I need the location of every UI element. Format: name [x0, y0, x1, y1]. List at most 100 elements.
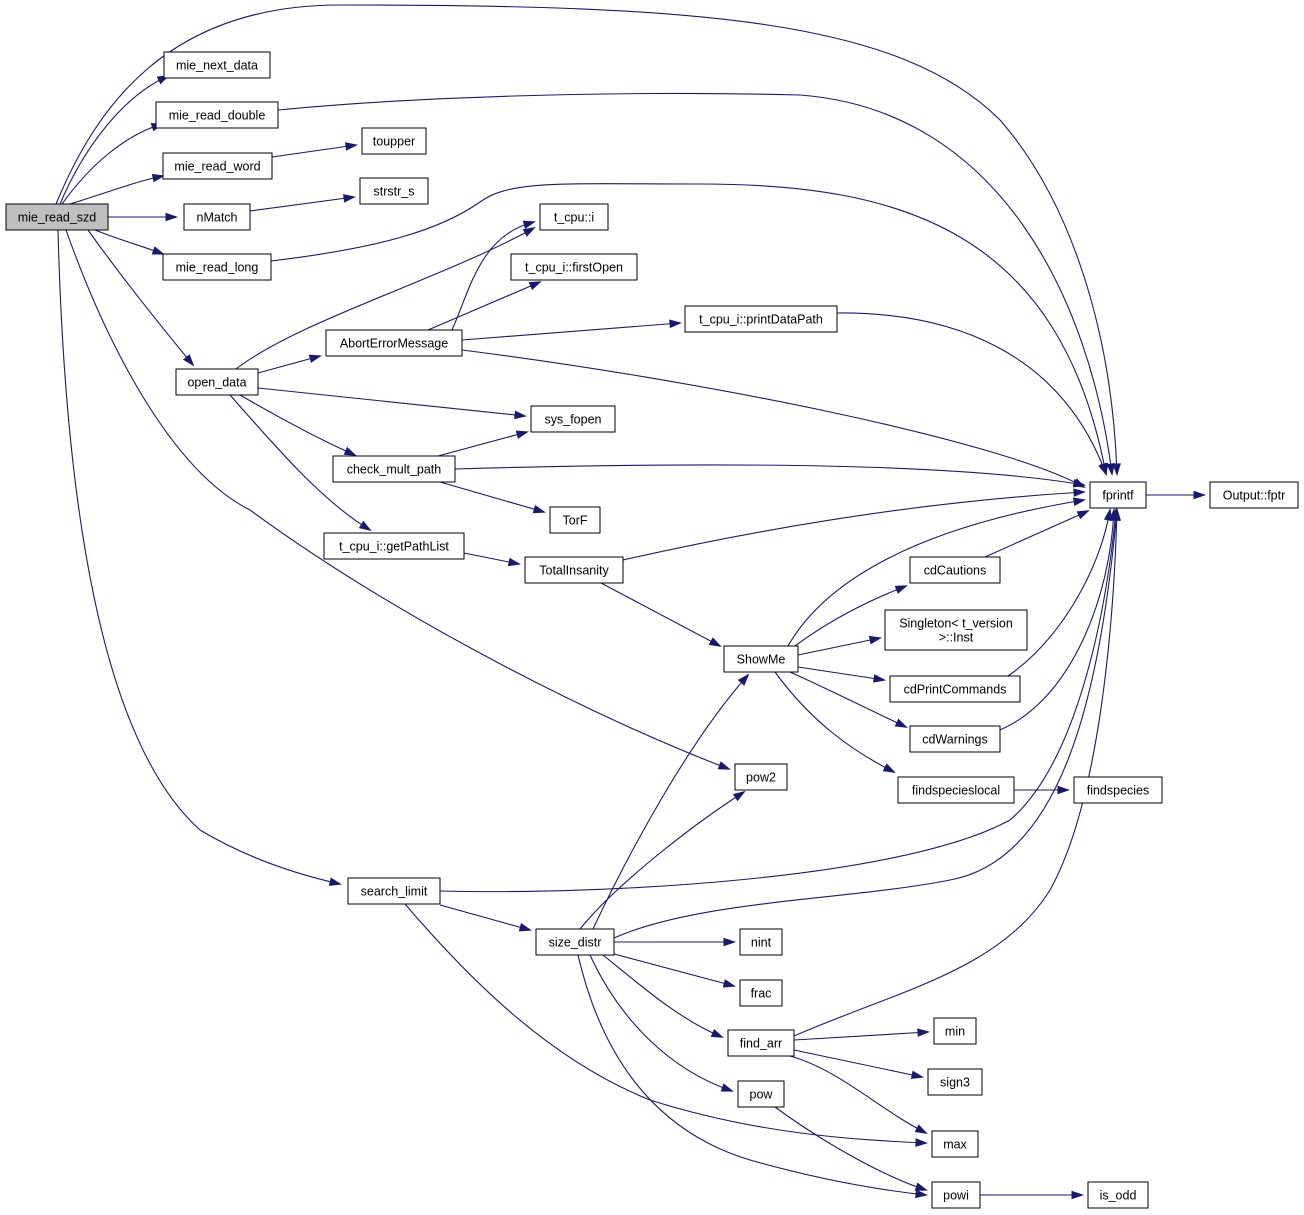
node-open-data[interactable]: open_data: [175, 368, 259, 396]
arrowhead: [882, 763, 896, 773]
node-mie-read-double[interactable]: mie_read_double: [155, 101, 279, 129]
node-singletoninst[interactable]: Singleton< t_version>::Inst: [884, 609, 1028, 651]
node-label: open_data: [187, 376, 246, 390]
node-aborterrormessage[interactable]: AbortErrorMessage: [325, 329, 463, 357]
node-showme[interactable]: ShowMe: [723, 645, 799, 673]
node-fprintf[interactable]: fprintf: [1089, 481, 1147, 509]
node-box[interactable]: [530, 405, 616, 433]
node-printdatapath[interactable]: t_cpu_i::printDataPath: [684, 305, 838, 333]
node-box[interactable]: [931, 1181, 981, 1209]
node-box[interactable]: [889, 675, 1021, 703]
node-nmatch[interactable]: nMatch: [183, 203, 251, 231]
node-mie-next-data[interactable]: mie_next_data: [163, 51, 271, 79]
node-findspecieslocal[interactable]: findspecieslocal: [897, 776, 1015, 804]
node-box[interactable]: [739, 928, 783, 956]
node-box[interactable]: [739, 979, 783, 1007]
node-frac[interactable]: frac: [739, 979, 783, 1007]
node-box[interactable]: [1073, 776, 1163, 804]
node-size-distr[interactable]: size_distr: [535, 928, 615, 956]
node-box[interactable]: [723, 645, 799, 673]
node-box[interactable]: [359, 177, 429, 205]
arrowhead: [1057, 785, 1071, 795]
node-box[interactable]: [549, 506, 601, 534]
node-search-limit[interactable]: search_limit: [347, 877, 441, 905]
node-box[interactable]: [361, 127, 427, 155]
node-torf[interactable]: TorF: [549, 506, 601, 534]
node-pow[interactable]: pow: [737, 1080, 785, 1108]
node-cdprintcommands[interactable]: cdPrintCommands: [889, 675, 1021, 703]
node-box[interactable]: [933, 1017, 977, 1045]
node-firstopen[interactable]: t_cpu_i::firstOpen: [510, 253, 638, 281]
arrowhead: [1073, 488, 1087, 497]
node-toupper[interactable]: toupper: [361, 127, 427, 155]
arrowhead: [732, 790, 746, 802]
node-label: max: [943, 1138, 967, 1152]
node-box[interactable]: [163, 51, 271, 79]
node-box[interactable]: [539, 203, 609, 231]
node-box[interactable]: [332, 455, 456, 483]
node-box[interactable]: [175, 368, 259, 396]
node-box[interactable]: [931, 1130, 979, 1158]
node-min[interactable]: min: [933, 1017, 977, 1045]
arrowhead: [720, 1083, 734, 1092]
node-t-cpu-i[interactable]: t_cpu::i: [539, 203, 609, 231]
node-box[interactable]: [909, 725, 1001, 753]
node-label: findspecieslocal: [912, 784, 1000, 798]
node-mie-read-long[interactable]: mie_read_long: [162, 253, 272, 281]
edge-AbortErrorMessage-to-firstOpen: [427, 281, 542, 331]
node-strstr-s[interactable]: strstr_s: [359, 177, 429, 205]
node-box[interactable]: [1087, 1181, 1149, 1209]
node-check-mult-path[interactable]: check_mult_path: [332, 455, 456, 483]
node-box[interactable]: [884, 609, 1028, 651]
node-findspecies[interactable]: findspecies: [1073, 776, 1163, 804]
node-mie-read-word[interactable]: mie_read_word: [162, 152, 273, 180]
node-is-odd[interactable]: is_odd: [1087, 1181, 1149, 1209]
node-sys-fopen[interactable]: sys_fopen: [530, 405, 616, 433]
edge-open_data-to-check_mult_path: [239, 394, 357, 456]
node-box[interactable]: [162, 253, 272, 281]
node-box[interactable]: [734, 763, 788, 791]
node-box[interactable]: [347, 877, 441, 905]
edge-printDataPath-to-fprintf: [836, 312, 1107, 476]
node-box[interactable]: [183, 203, 251, 231]
edge-find_arr-to-fprintf: [793, 507, 1121, 1037]
node-powi[interactable]: powi: [931, 1181, 981, 1209]
node-box[interactable]: [5, 203, 109, 231]
edge-size_distr-to-pow2: [579, 790, 746, 930]
node-box[interactable]: [1089, 481, 1147, 509]
node-sign3[interactable]: sign3: [927, 1068, 983, 1096]
node-label: nMatch: [197, 211, 238, 225]
node-box[interactable]: [1209, 481, 1299, 509]
edge-mie_read_szd-to-mie_read_long: [94, 229, 165, 255]
node-totalinsanity[interactable]: TotalInsanity: [524, 556, 624, 584]
node-box[interactable]: [325, 329, 463, 357]
arrowhead: [183, 354, 195, 367]
node-box[interactable]: [897, 776, 1015, 804]
node-box[interactable]: [737, 1080, 785, 1108]
node-box[interactable]: [510, 253, 638, 281]
node-label: t_cpu_i::firstOpen: [525, 261, 623, 275]
node-find-arr[interactable]: find_arr: [727, 1029, 795, 1057]
node-box[interactable]: [684, 305, 838, 333]
node-box[interactable]: [524, 556, 624, 584]
node-output-fptr[interactable]: Output::fptr: [1209, 481, 1299, 509]
node-max[interactable]: max: [931, 1130, 979, 1158]
edge-line: [451, 221, 535, 331]
node-box[interactable]: [909, 556, 1001, 584]
node-box[interactable]: [927, 1068, 983, 1096]
node-box[interactable]: [155, 101, 279, 129]
edge-ShowMe-to-SingletonInst: [797, 635, 882, 656]
node-box[interactable]: [727, 1029, 795, 1057]
node-cdcautions[interactable]: cdCautions: [909, 556, 1001, 584]
node-box[interactable]: [323, 532, 465, 560]
node-pow2[interactable]: pow2: [734, 763, 788, 791]
arrowhead: [328, 877, 342, 886]
node-cdwarnings[interactable]: cdWarnings: [909, 725, 1001, 753]
node-mie-read-szd[interactable]: mie_read_szd: [5, 203, 109, 231]
edge-powi-to-is_odd: [980, 1190, 1085, 1200]
node-nint[interactable]: nint: [739, 928, 783, 956]
node-getpathlist[interactable]: t_cpu_i::getPathList: [323, 532, 465, 560]
node-label: cdWarnings: [922, 733, 988, 747]
node-box[interactable]: [535, 928, 615, 956]
node-box[interactable]: [162, 152, 273, 180]
